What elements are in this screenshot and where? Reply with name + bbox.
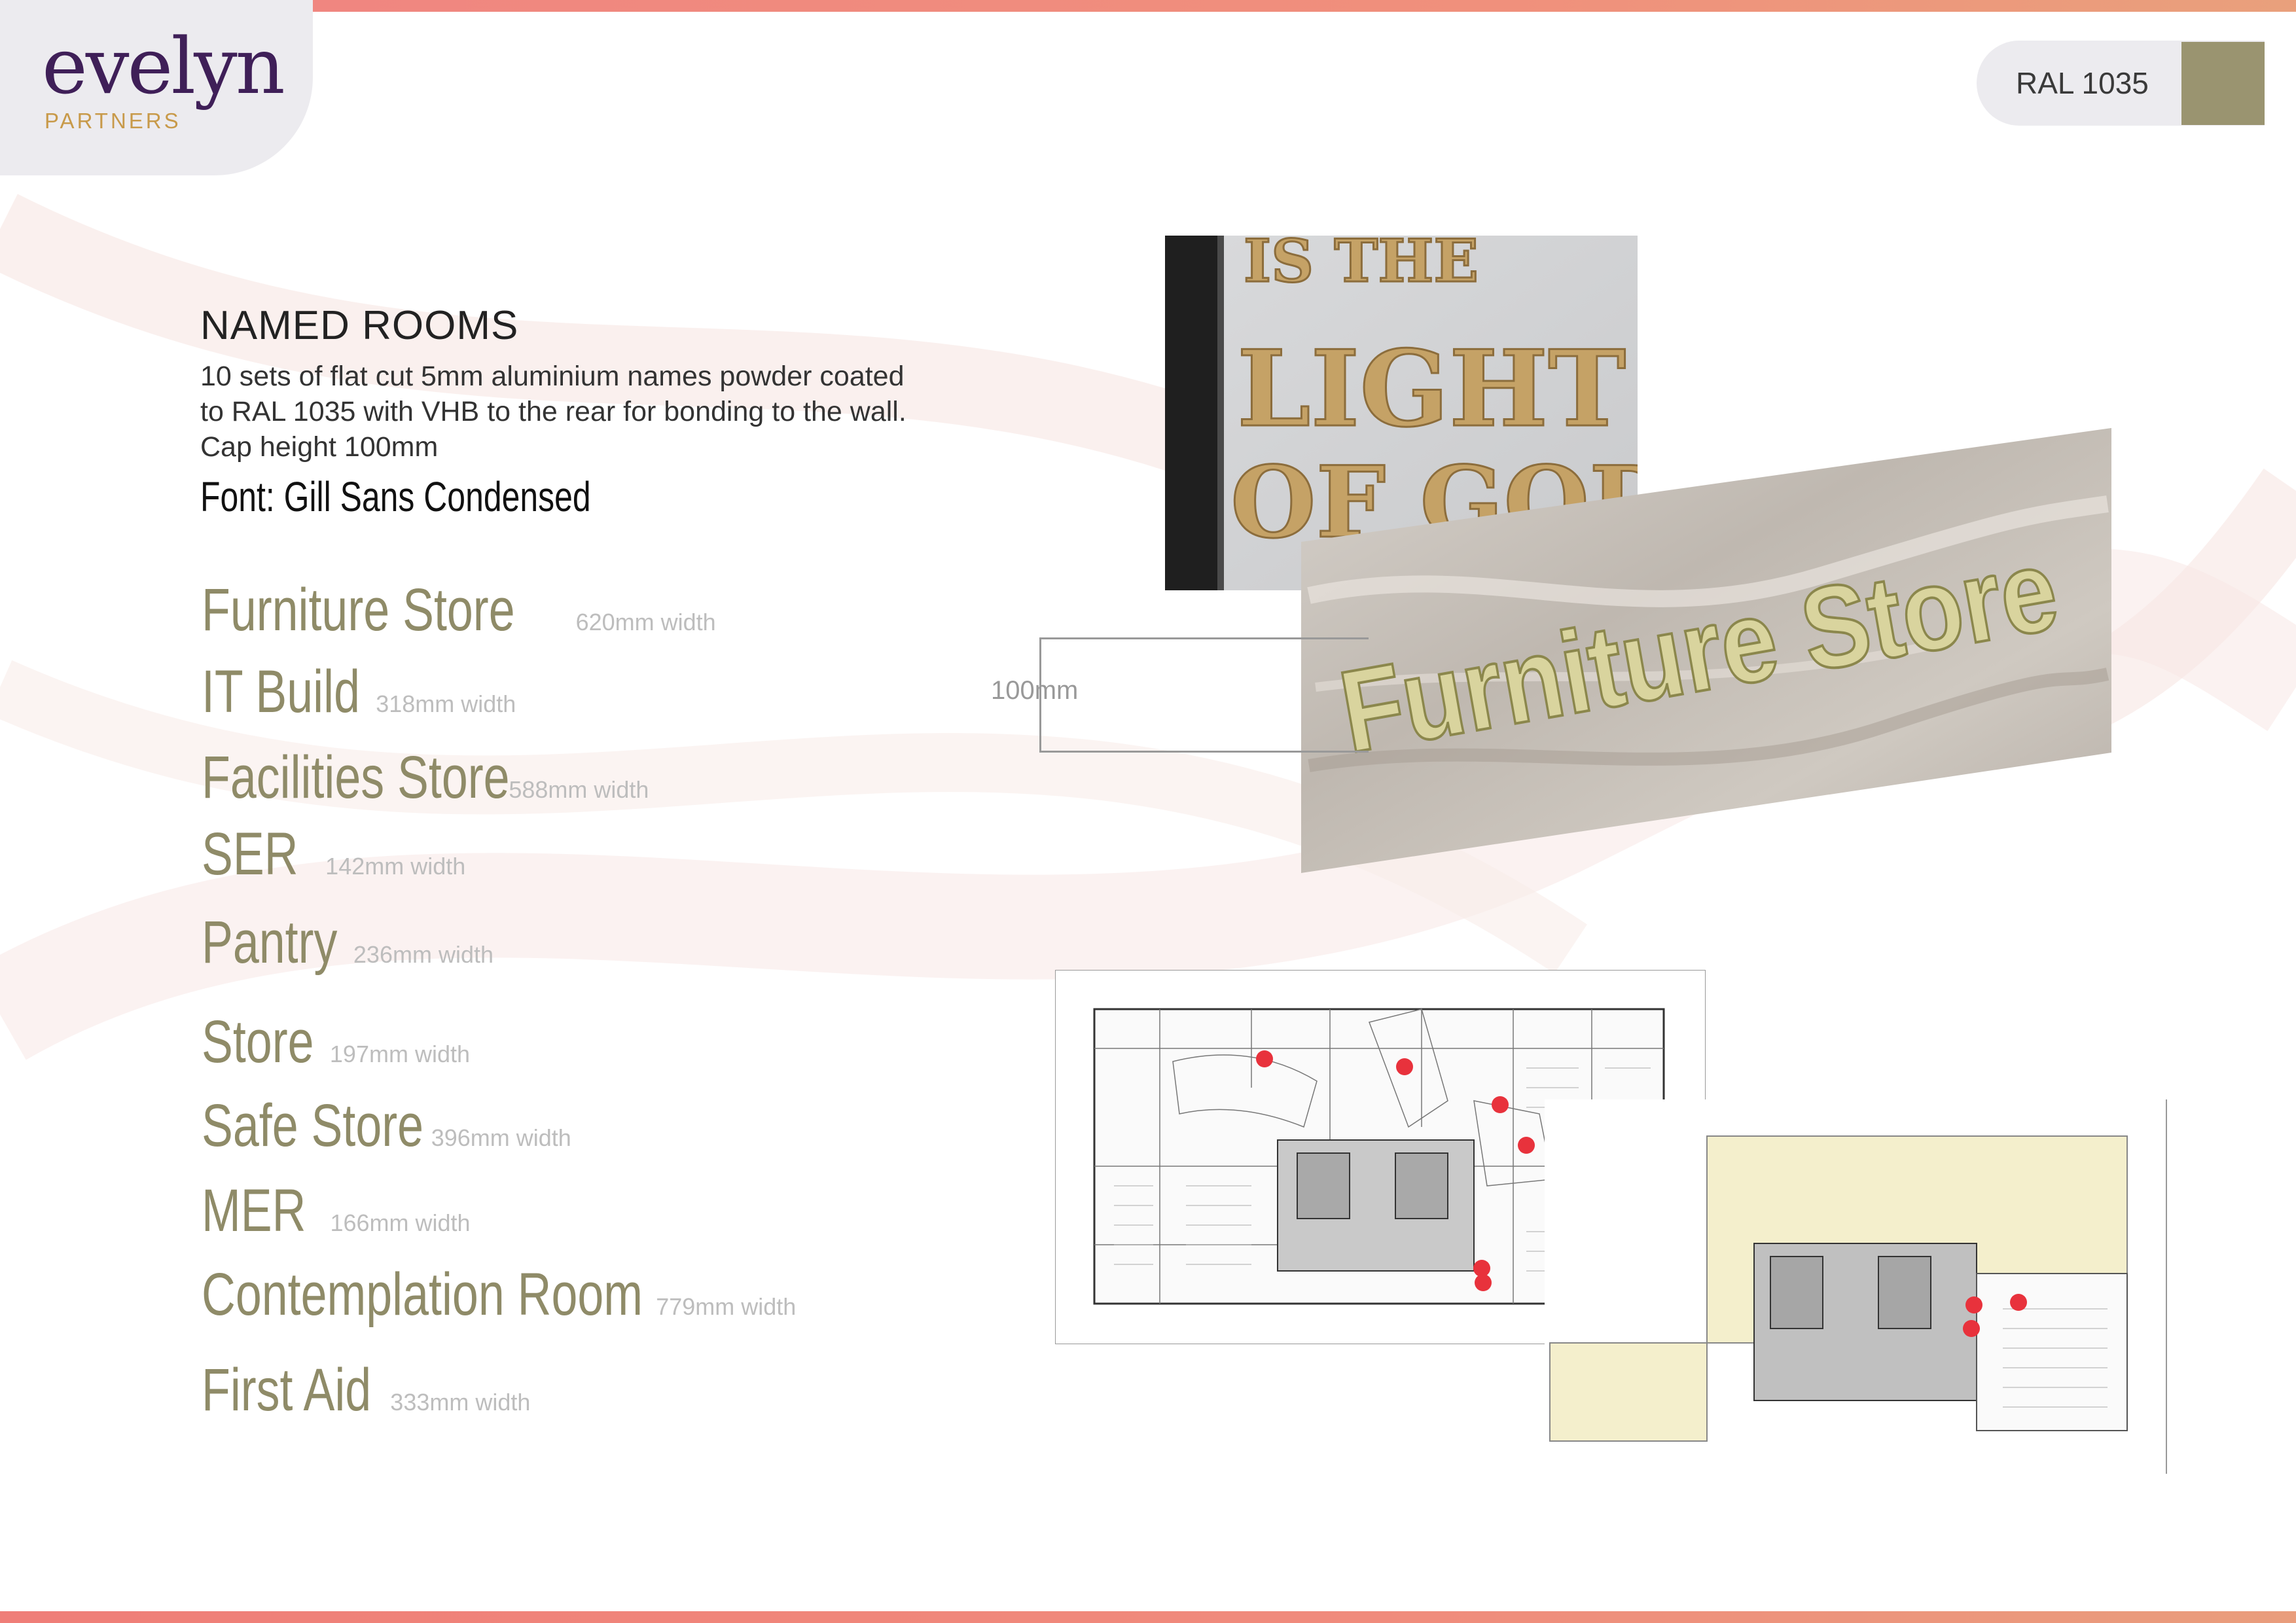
room-width: 236mm width [353,941,493,968]
sign-render: Furniture Store [1301,428,2111,873]
floor-plan-lower [1545,1099,2168,1474]
cap-height-label: 100mm [991,676,1079,705]
room-name: IT Build [202,658,360,725]
photo-text-line: IS THE [1244,236,1479,296]
room-item: Facilities Store 588mm width [202,743,649,812]
top-accent-bar [313,0,2296,12]
font-spec: Font: Gill Sans Condensed [200,473,591,520]
room-width: 396mm width [431,1124,571,1151]
room-name: Facilities Store [202,744,510,811]
room-item: MER 166mm width [202,1177,471,1245]
room-name: Contemplation Room [202,1261,643,1328]
logo-wordmark: evelyn [42,21,285,111]
room-width: 197mm width [329,1041,470,1067]
room-width: 588mm width [509,776,649,803]
room-width: 166mm width [330,1209,471,1236]
room-name: Store [202,1008,314,1075]
section-description: 10 sets of flat cut 5mm aluminium names … [200,361,906,463]
room-width: 779mm width [656,1293,797,1320]
room-name: MER [202,1177,306,1244]
reference-photo: IS THE LIGHT OF GOD [1165,236,1638,590]
ral-colour-swatch [2181,42,2265,125]
photo-text-line: LIGHT [1237,327,1626,450]
room-width: 333mm width [390,1389,531,1416]
room-name: Safe Store [202,1092,424,1159]
room-width: 318mm width [376,690,516,717]
cap-height-dimension [1039,637,1369,753]
room-item: Contemplation Room 779mm width [202,1260,796,1329]
ral-colour-label: RAL 1035 [2016,66,2149,100]
bottom-accent-bar [0,1611,2296,1623]
logo-subtitle: PARTNERS [45,109,181,133]
logo-panel: evelyn PARTNERS [0,0,313,175]
location-marker-group [1963,1294,2027,1337]
room-item: Store 197mm width [202,1008,470,1077]
section-title: NAMED ROOMS [200,303,519,348]
room-item: SER 142mm width [202,820,465,889]
room-width: 620mm width [575,609,716,635]
room-name: Pantry [202,909,338,976]
location-marker-group [1256,1050,1535,1291]
room-item: First Aid 333mm width [202,1356,530,1425]
room-item: Safe Store 396mm width [202,1092,571,1160]
room-name: SER [202,821,298,887]
room-name: Furniture Store [202,577,515,643]
room-item: Pantry 236mm width [202,908,493,977]
room-name: First Aid [202,1357,372,1423]
room-item: IT Build 318mm width [202,658,516,726]
room-width: 142mm width [325,853,466,880]
room-item: Furniture Store 620mm width [202,576,716,645]
